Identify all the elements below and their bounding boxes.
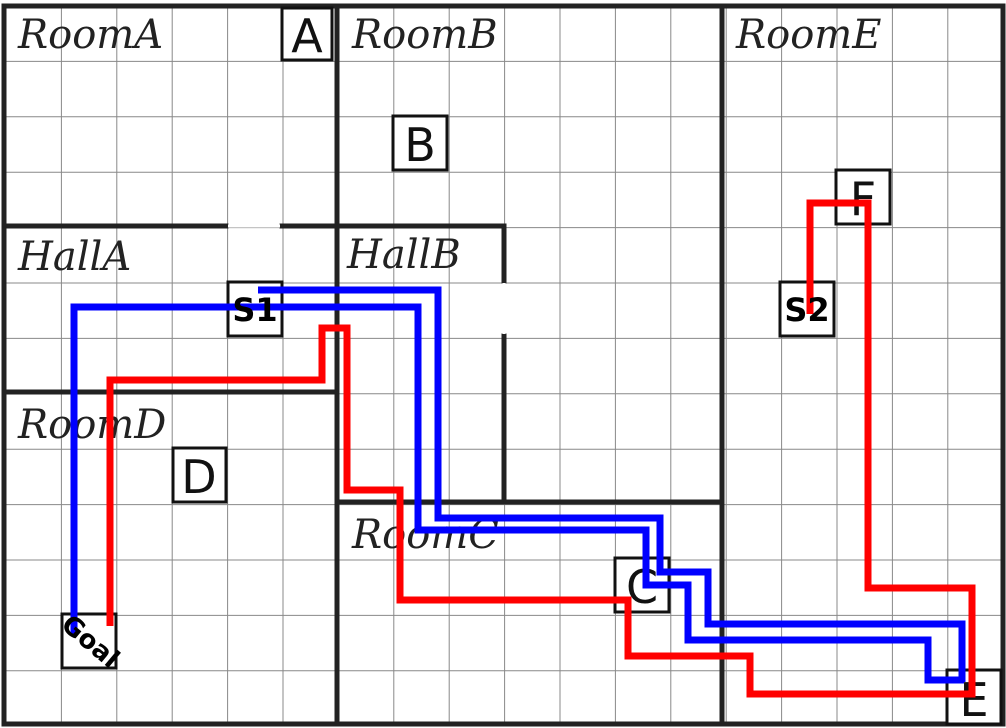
marker-d-box (171, 446, 228, 504)
marker-a-box (280, 6, 334, 62)
marker-s2: S2 (784, 291, 829, 329)
label-room-d: RoomD (17, 402, 166, 448)
label-hall-b: HallB (346, 232, 461, 278)
marker-b-box (391, 114, 449, 172)
doors (228, 224, 506, 334)
label-room-b: RoomB (351, 12, 498, 58)
marker-a: A (291, 9, 323, 63)
label-hall-a: HallA (17, 234, 131, 280)
path-red (106, 199, 976, 698)
walls (1, 3, 1006, 727)
marker-boxes (60, 6, 1003, 726)
marker-d: D (181, 450, 216, 504)
outer-wall (1, 3, 1006, 727)
label-room-a: RoomA (17, 12, 163, 58)
path-blue-outer (70, 303, 964, 684)
marker-b: B (404, 118, 436, 172)
label-room-e: RoomE (735, 12, 881, 58)
path-blue-inner (258, 286, 966, 682)
path-blue-s1-to-goal (70, 286, 966, 684)
path-red-goal-route (106, 199, 976, 698)
marker-f: F (850, 172, 876, 226)
marker-s1: S1 (232, 291, 277, 329)
marker-f-box (834, 168, 892, 226)
